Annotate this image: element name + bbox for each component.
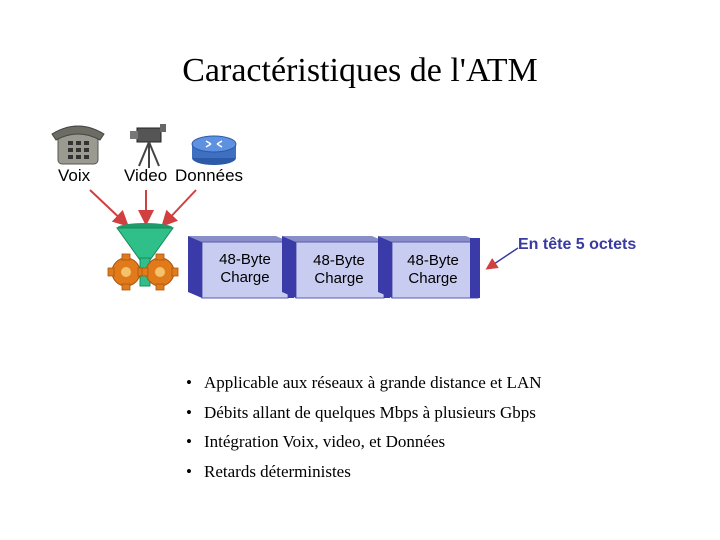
bullet-icon: • bbox=[186, 402, 192, 422]
list-item: •Retards déterministes bbox=[186, 457, 542, 487]
header-size-label: En tête 5 octets bbox=[518, 236, 637, 253]
cell-size-label: 48-Byte bbox=[407, 252, 459, 269]
video-camera-icon bbox=[130, 124, 166, 168]
video-label: Video bbox=[124, 166, 168, 185]
atm-cell bbox=[378, 236, 480, 299]
cell-3-text: 48-Byte Charge bbox=[390, 252, 476, 288]
bullet-icon: • bbox=[186, 373, 192, 392]
cell-1-text: 48-Byte Charge bbox=[202, 251, 288, 287]
header-pointer-arrow bbox=[485, 247, 519, 270]
gear-icon bbox=[107, 253, 145, 291]
cell-size-label: 48-Byte bbox=[219, 251, 271, 268]
feature-list: •Applicable aux réseaux à grande distanc… bbox=[186, 368, 542, 486]
cell-payload-label: Charge bbox=[220, 269, 270, 286]
voice-label: Voix bbox=[58, 166, 91, 185]
cell-header-block bbox=[470, 238, 480, 298]
bullet-icon: • bbox=[186, 461, 192, 481]
page-title: Caractéristiques de l'ATM bbox=[182, 52, 538, 89]
router-icon bbox=[191, 135, 237, 165]
voice-arrow bbox=[89, 189, 129, 227]
telephone-icon bbox=[51, 125, 105, 165]
cell-2-text: 48-Byte Charge bbox=[296, 252, 382, 288]
list-item: •Applicable aux réseaux à grande distanc… bbox=[186, 368, 542, 398]
data-label: Données bbox=[175, 166, 244, 185]
list-item: •Intégration Voix, video, et Données bbox=[186, 427, 542, 457]
bullet-icon: • bbox=[186, 432, 192, 451]
data-arrow bbox=[161, 189, 197, 227]
cell-payload-label: Charge bbox=[314, 270, 364, 287]
gear-icon bbox=[141, 253, 179, 291]
cell-payload-label: Charge bbox=[408, 270, 458, 287]
cell-size-label: 48-Byte bbox=[313, 252, 365, 269]
list-item: •Débits allant de quelques Mbps à plusie… bbox=[186, 398, 542, 428]
